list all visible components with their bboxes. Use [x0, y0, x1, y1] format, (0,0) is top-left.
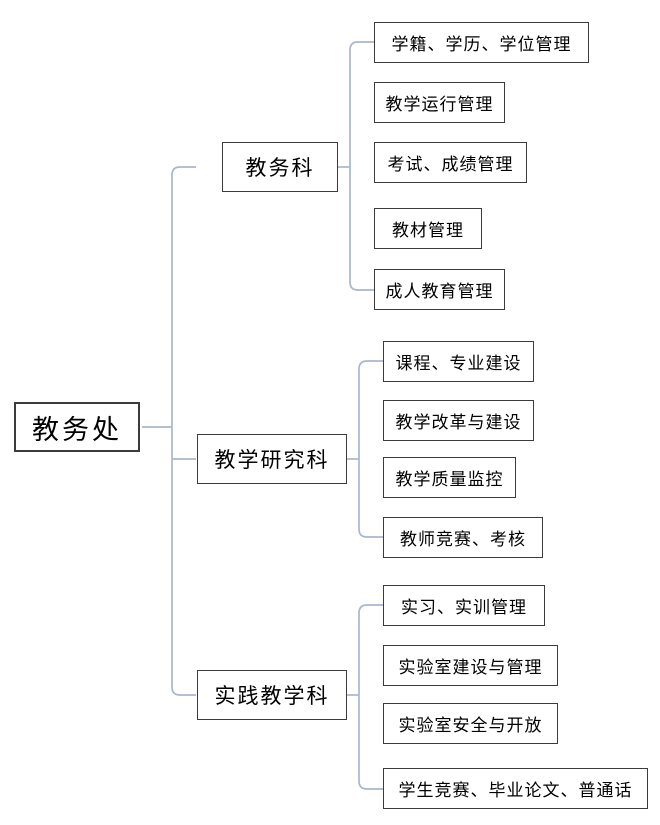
leaf-node-shiyanshi-jianshe-yu-guanli[interactable]: 实验室建设与管理	[383, 645, 558, 686]
leaf-node-jiaocai-guanli[interactable]: 教材管理	[374, 208, 482, 249]
leaf-node-label: 学籍、学历、学位管理	[391, 35, 572, 54]
leaf-node-jiaoxue-yunxing-guanli[interactable]: 教学运行管理	[374, 82, 505, 123]
branch-2-subspine-line	[358, 360, 383, 538]
leaf-node-kaoshi-chengji-guanli[interactable]: 考试、成绩管理	[374, 142, 527, 183]
branch-1-subspine-line	[349, 41, 374, 291]
main-spine-line	[171, 166, 196, 696]
leaf-node-label: 实习、实训管理	[401, 598, 527, 617]
branch-3-subspine-line	[358, 604, 383, 790]
leaf-node-xuesheng-jingsai-biyelunwen-putonghua[interactable]: 学生竞赛、毕业论文、普通话	[383, 768, 648, 809]
dept-node-label: 实践教学科	[214, 684, 330, 708]
leaf-node-jiaoshi-jingsai-kaohe[interactable]: 教师竞赛、考核	[383, 517, 543, 558]
leaf-node-label: 实验室安全与开放	[398, 716, 543, 735]
leaf-node-shiyanshi-anquan-yu-kaifang[interactable]: 实验室安全与开放	[383, 703, 558, 744]
leaf-node-label: 教材管理	[392, 221, 464, 240]
root-node-jiaowuchu[interactable]: 教务处	[14, 402, 140, 452]
leaf-node-xueji-xueli-xuewei-guanli[interactable]: 学籍、学历、学位管理	[374, 22, 589, 63]
leaf-node-shixi-shixun-guanli[interactable]: 实习、实训管理	[383, 585, 545, 626]
leaf-node-kecheng-zhuanye-jianshe[interactable]: 课程、专业建设	[383, 341, 534, 382]
dept-node-label: 教务科	[245, 156, 315, 180]
leaf-node-chengren-jiaoyu-guanli[interactable]: 成人教育管理	[374, 269, 505, 310]
leaf-node-label: 成人教育管理	[385, 282, 494, 301]
dept-node-label: 教学研究科	[214, 448, 330, 472]
dept-node-jiaowuke[interactable]: 教务科	[222, 142, 338, 192]
leaf-node-label: 教学质量监控	[395, 470, 504, 489]
leaf-node-label: 考试、成绩管理	[387, 155, 514, 174]
leaf-node-label: 教师竞赛、考核	[400, 530, 526, 549]
root-node-label: 教务处	[32, 414, 122, 445]
leaf-node-jiaoxue-zhiliang-jiankong[interactable]: 教学质量监控	[383, 457, 516, 498]
dept-node-shijianjiaoxueke[interactable]: 实践教学科	[197, 670, 347, 720]
leaf-node-jiaoxue-gaige-yu-jianshe[interactable]: 教学改革与建设	[383, 400, 534, 441]
leaf-node-label: 学生竞赛、毕业论文、普通话	[398, 781, 633, 800]
leaf-node-label: 实验室建设与管理	[398, 658, 543, 677]
leaf-node-label: 教学运行管理	[385, 95, 494, 114]
dept-node-jiaoxueyanjiuke[interactable]: 教学研究科	[197, 434, 347, 484]
leaf-node-label: 课程、专业建设	[395, 354, 522, 373]
leaf-node-label: 教学改革与建设	[395, 413, 522, 432]
